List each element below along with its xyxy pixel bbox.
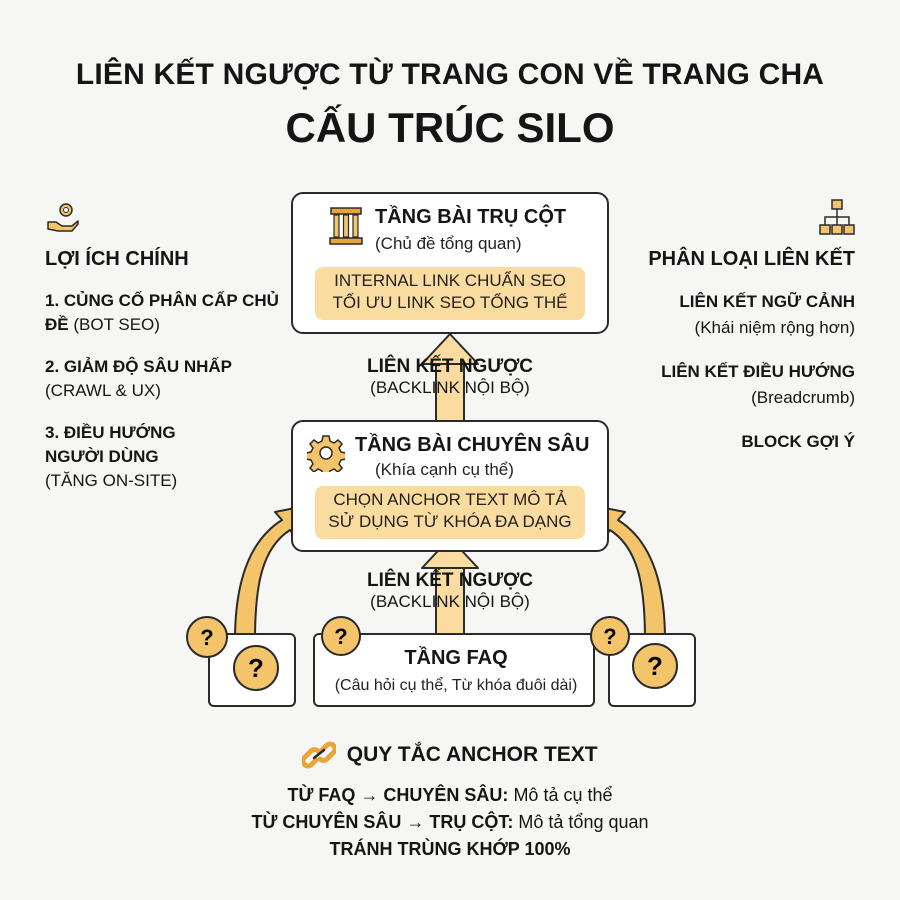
svg-text:?: ? (200, 625, 213, 650)
benefit-item-3-note: (TĂNG ON-SITE) (45, 471, 178, 490)
question-icon: ? (186, 616, 228, 658)
backlink-upper-title: LIÊN KẾT NGƯỢC (366, 356, 534, 377)
backlink-upper-subtitle: (BACKLINK NỘI BỘ) (370, 378, 530, 397)
deep-highlight-line-1: CHỌN ANCHOR TEXT MÔ TẢ (333, 490, 567, 509)
faq-title: TẦNG FAQ (404, 647, 508, 669)
deep-highlight: CHỌN ANCHOR TEXT MÔ TẢ SỬ DỤNG TỪ KHÓA Đ… (315, 486, 585, 539)
faq-box: TẦNG FAQ (Câu hỏi cụ thể, Từ khóa đuôi d… (313, 633, 595, 707)
svg-text:?: ? (647, 651, 663, 681)
backlink-label-lower: LIÊN KẾT NGƯỢC (BACKLINK NỘI BỘ) (330, 570, 570, 612)
anchor-rule-1: TỪ FAQ → CHUYÊN SÂU: Mô tả cụ thể (0, 782, 900, 809)
anchor-rules-heading: QUY TẮC ANCHOR TEXT (346, 743, 598, 766)
benefit-item-1-note: (BOT SEO) (68, 315, 160, 334)
anchor-rule-3: TRÁNH TRÙNG KHỚP 100% (0, 836, 900, 863)
svg-text:?: ? (603, 624, 616, 649)
anchor-rules: QUY TẮC ANCHOR TEXT TỪ FAQ → CHUYÊN SÂU:… (0, 740, 900, 863)
link-type-1-sub: (Khái niệm rộng hơn) (694, 318, 855, 337)
link-type-3-title: BLOCK GỢI Ý (741, 432, 855, 451)
anchor-rule-2-bold: TỪ CHUYÊN SÂU → TRỤ CỘT: (251, 812, 514, 832)
benefit-item-1-title: 1. CỦNG CỐ PHÂN CẤP CHỦ ĐỀ (45, 291, 279, 334)
link-type-item-2: LIÊN KẾT ĐIỀU HƯỚNG (Breadcrumb) (575, 359, 855, 411)
pillar-title: TẦNG BÀI TRỤ CỘT (375, 206, 567, 228)
benefit-item-2-title: 2. GIẢM ĐỘ SÂU NHẤP (45, 357, 233, 376)
deep-title: TẦNG BÀI CHUYÊN SÂU (355, 434, 590, 456)
anchor-rule-2: TỪ CHUYÊN SÂU → TRỤ CỘT: Mô tả tổng quan (0, 809, 900, 836)
title-line-2: CẤU TRÚC SILO (285, 104, 615, 151)
benefit-item-1: 1. CỦNG CỐ PHÂN CẤP CHỦ ĐỀ (BOT SEO) (45, 289, 285, 337)
pillar-highlight-line-2: TỐI ƯU LINK SEO TỔNG THỂ (332, 293, 568, 312)
anchor-rule-2-text: Mô tả tổng quan (513, 812, 649, 832)
pillar-icon (329, 207, 363, 245)
link-types-heading: PHÂN LOẠI LIÊN KẾT (648, 248, 855, 270)
deep-highlight-line-2: SỬ DỤNG TỪ KHÓA ĐA DẠNG (328, 512, 572, 531)
deep-subtitle: (Khía cạnh cụ thể) (375, 460, 514, 479)
question-icon: ? (233, 645, 279, 691)
pillar-highlight-line-1: INTERNAL LINK CHUẨN SEO (334, 271, 566, 290)
backlink-lower-title: LIÊN KẾT NGƯỢC (366, 570, 534, 591)
link-type-1-title: LIÊN KẾT NGỮ CẢNH (679, 292, 855, 311)
deep-box: TẦNG BÀI CHUYÊN SÂU (Khía cạnh cụ thể) C… (291, 420, 609, 552)
svg-text:?: ? (334, 624, 347, 649)
link-type-item-1: LIÊN KẾT NGỮ CẢNH (Khái niệm rộng hơn) (575, 289, 855, 341)
anchor-rule-3-bold: TRÁNH TRÙNG KHỚP 100% (329, 839, 571, 859)
sitemap-icon (819, 199, 855, 235)
hand-gear-icon (47, 203, 79, 232)
question-icon: ? (590, 616, 630, 656)
question-icon: ? (321, 616, 361, 656)
benefit-item-3-title: 3. ĐIỀU HƯỚNG NGƯỜI DÙNG (45, 423, 176, 466)
chain-link-icon (300, 741, 338, 769)
link-type-item-3: BLOCK GỢI Ý (575, 429, 855, 455)
pillar-subtitle: (Chủ đề tổng quan) (375, 234, 522, 253)
pillar-highlight: INTERNAL LINK CHUẨN SEO TỐI ƯU LINK SEO … (315, 267, 585, 320)
title-line-1: LIÊN KẾT NGƯỢC TỪ TRANG CON VỀ TRANG CHA (75, 58, 825, 91)
link-types-panel: PHÂN LOẠI LIÊN KẾT LIÊN KẾT NGỮ CẢNH (Kh… (575, 248, 855, 473)
benefits-heading: LỢI ÍCH CHÍNH (45, 248, 189, 270)
link-type-2-title: LIÊN KẾT ĐIỀU HƯỚNG (661, 362, 855, 381)
benefit-item-2-note: (CRAWL & UX) (45, 381, 161, 400)
backlink-lower-subtitle: (BACKLINK NỘI BỘ) (370, 592, 530, 611)
benefit-item-2: 2. GIẢM ĐỘ SÂU NHẤP (CRAWL & UX) (45, 355, 305, 403)
gear-icon (307, 435, 345, 472)
pillar-box: TẦNG BÀI TRỤ CỘT (Chủ đề tổng quan) INTE… (291, 192, 609, 334)
anchor-rule-1-bold: TỪ FAQ → CHUYÊN SÂU: (287, 785, 509, 805)
backlink-label-upper: LIÊN KẾT NGƯỢC (BACKLINK NỘI BỘ) (330, 356, 570, 398)
question-icon: ? (632, 643, 678, 689)
anchor-rule-1-text: Mô tả cụ thể (508, 785, 613, 805)
link-type-2-sub: (Breadcrumb) (751, 388, 855, 407)
svg-text:?: ? (248, 653, 264, 683)
benefits-panel: LỢI ÍCH CHÍNH 1. CỦNG CỐ PHÂN CẤP CHỦ ĐỀ… (45, 248, 305, 511)
faq-subtitle: (Câu hỏi cụ thể, Từ khóa đuôi dài) (334, 677, 578, 694)
benefit-item-3: 3. ĐIỀU HƯỚNG NGƯỜI DÙNG (TĂNG ON-SITE) (45, 421, 215, 493)
